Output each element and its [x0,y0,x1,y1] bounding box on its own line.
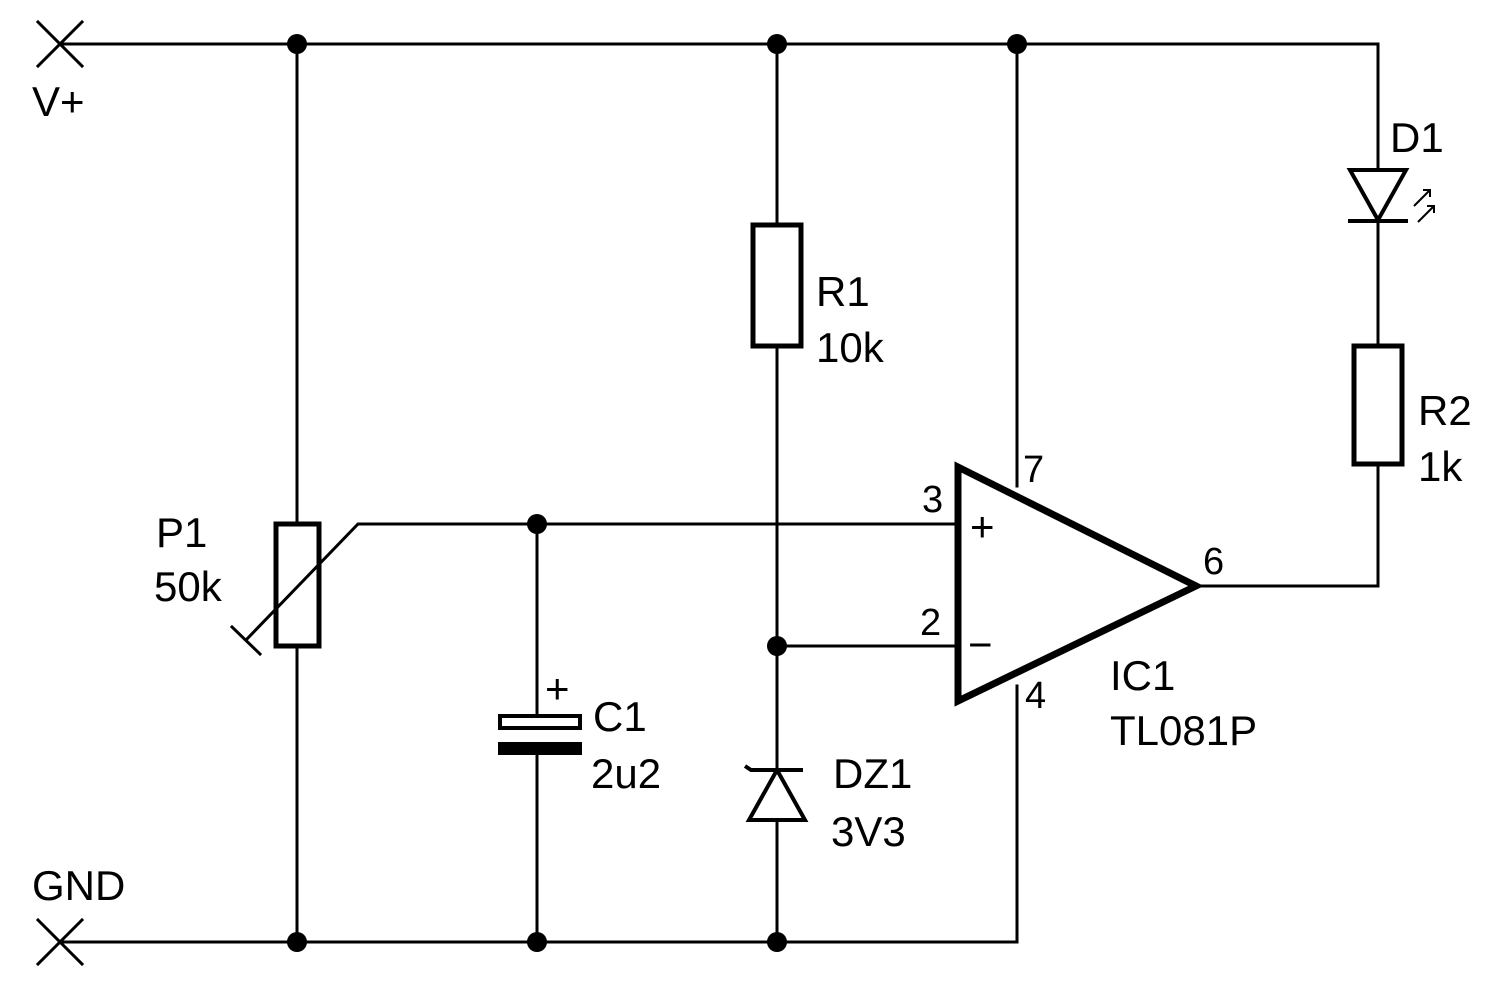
d1-ref: D1 [1390,114,1444,161]
vplus-terminal-marker [35,19,85,69]
junction-dot [767,932,787,952]
resistor-r1 [750,42,804,770]
pin-4-label: 4 [1025,675,1046,717]
p1-value: 50k [154,563,223,610]
junction-dot [287,932,307,952]
r1-ref: R1 [816,268,870,315]
vplus-label: V+ [32,78,85,125]
junction-dot [527,932,547,952]
junction-dot [767,34,787,54]
junction-dots [287,34,1027,952]
capacitor-c1 [498,522,582,944]
junction-dot [287,34,307,54]
opamp-inverting-sign: − [968,621,993,668]
c1-polarity-sign: + [545,665,570,712]
dz1-value: 3V3 [831,808,906,855]
led-d1 [1346,168,1435,348]
gnd-terminal-marker [35,917,85,967]
opamp-noninverting-sign: + [970,503,995,550]
dz1-ref: DZ1 [833,750,912,797]
pin-6-label: 6 [1203,541,1224,583]
c1-value: 2u2 [591,750,661,797]
pin-7-label: 7 [1023,449,1044,491]
r2-ref: R2 [1418,387,1472,434]
gnd-label: GND [32,862,125,909]
ic1-value: TL081P [1110,707,1257,754]
p1-ref: P1 [156,509,207,556]
junction-dot [767,636,787,656]
light-emission-arrows-icon [1413,189,1435,223]
junction-dot [1007,34,1027,54]
opamp-ic1 [535,42,1380,707]
pin-2-label: 2 [920,602,941,644]
zener-diode-dz1 [743,764,809,944]
pin-3-label: 3 [922,479,943,521]
resistor-r2 [1351,343,1405,467]
junction-dot [527,514,547,534]
r2-value: 1k [1418,443,1463,490]
ic1-ref: IC1 [1110,652,1175,699]
potentiometer-p1 [229,42,539,944]
supply-rail [58,42,1380,172]
c1-ref: C1 [593,693,647,740]
r1-value: 10k [816,324,885,371]
